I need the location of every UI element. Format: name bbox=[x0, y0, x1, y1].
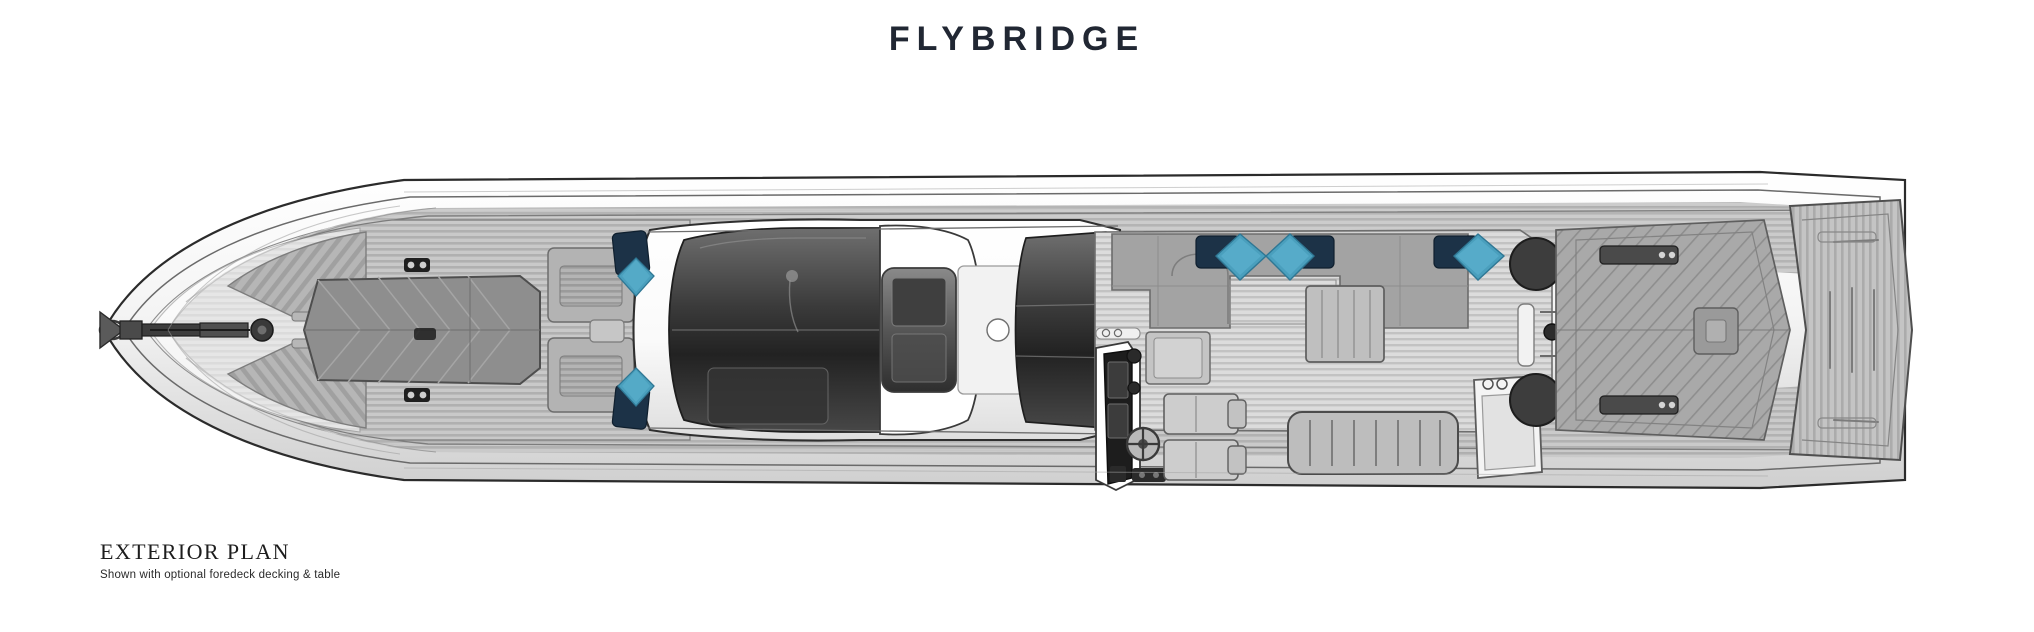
aft-cockpit-deck bbox=[1555, 219, 1791, 441]
caption-block: EXTERIOR PLAN Shown with optional forede… bbox=[100, 539, 341, 582]
cushion-fwd-port bbox=[611, 230, 655, 297]
radar-dome bbox=[1509, 373, 1563, 427]
caption-subtitle: Shown with optional foredeck decking & t… bbox=[100, 569, 341, 582]
cushion-fb-1 bbox=[1195, 233, 1268, 281]
foredeck-seating bbox=[547, 247, 635, 413]
flybridge-sunbed bbox=[1287, 411, 1459, 475]
cushion-fb-2 bbox=[1264, 233, 1335, 281]
flybridge-helm bbox=[1095, 327, 1166, 492]
cushion-fwd-starboard bbox=[611, 367, 655, 430]
foredeck bbox=[98, 219, 691, 441]
flybridge-cabinet bbox=[1145, 331, 1211, 385]
cushion-fb-3 bbox=[1433, 233, 1506, 281]
helm-seats bbox=[1163, 393, 1247, 481]
caption-title: EXTERIOR PLAN bbox=[100, 539, 290, 564]
page-title: FLYBRIDGE bbox=[888, 20, 1146, 58]
hull-edge-accents bbox=[167, 183, 1769, 477]
saloon-skylight bbox=[668, 227, 881, 433]
coachroof-hatch bbox=[881, 267, 957, 393]
flybridge-deck bbox=[1094, 229, 1553, 492]
deck-plan-drawing bbox=[0, 80, 2034, 580]
swim-platform bbox=[1788, 198, 1914, 462]
mooring-cleat bbox=[404, 258, 436, 402]
tender-garage-hatch bbox=[1693, 307, 1739, 355]
steering-wheel-icon bbox=[1125, 426, 1161, 462]
radar-dome bbox=[1509, 237, 1563, 291]
superstructure bbox=[632, 218, 1122, 442]
anchor-windlass-icon bbox=[98, 310, 274, 350]
flybridge-table bbox=[1305, 285, 1385, 363]
